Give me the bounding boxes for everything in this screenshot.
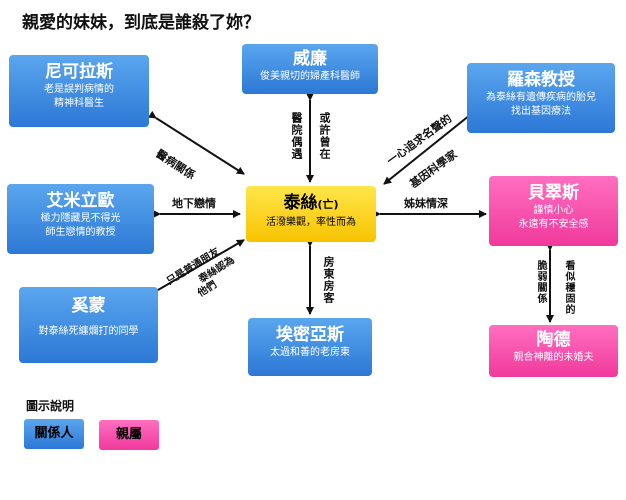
edge-label-william-b: 或許曾在	[318, 112, 331, 160]
person-todd: 陶德 親合神離的未婚夫	[489, 325, 618, 377]
person-beatrice: 貝翠斯 謹慎小心 永遠有不安全感	[489, 176, 618, 246]
edge-label-emilio: 地下戀情	[172, 197, 216, 210]
legend-family: 親屬	[99, 420, 159, 450]
legend-relation: 關係人	[24, 419, 84, 449]
edge-rawson	[383, 107, 478, 185]
person-name: 艾米立歐	[46, 191, 115, 211]
person-desc: 親合神離的未婚夫	[513, 352, 594, 363]
person-simon: 奚蒙 對泰絲死纏爛打的同學	[19, 287, 158, 363]
diagram-title: 親愛的妹妹，到底是誰殺了妳？	[22, 13, 260, 33]
edge-label-beatrice: 姊妹情深	[404, 197, 448, 210]
edge-nico	[147, 110, 245, 175]
edge-label-todd-a: 看似穩固的	[563, 260, 574, 315]
person-name: 埃密亞斯	[276, 325, 344, 345]
person-rawson: 羅森教授 為泰絲有遺傳疾病的胎兒 找出基因療法	[467, 63, 615, 133]
person-desc: 謹慎小心	[533, 205, 574, 216]
person-desc: 永遠有不安全感	[518, 219, 589, 230]
victim-name: 泰絲(亡)	[283, 193, 339, 213]
person-name: 尼可拉斯	[45, 62, 113, 82]
person-desc: 找出基因療法	[511, 106, 571, 117]
person-william: 威廉 俊美親切的婦產科醫師	[242, 44, 378, 94]
person-name: 陶德	[536, 330, 571, 350]
person-amias: 埃密亞斯 太過和善的老房東	[248, 318, 372, 376]
person-desc: 太過和善的老房東	[270, 347, 350, 358]
person-name: 威廉	[293, 49, 327, 69]
edge-label-todd-b: 脆弱關係	[535, 260, 546, 304]
edge-simon	[149, 239, 245, 297]
edge-label-william: 醫院偶遇	[290, 112, 303, 160]
person-desc: 極力隱藏見不得光	[40, 213, 121, 224]
person-desc: 俊美親切的婦產科醫師	[260, 71, 360, 82]
person-desc: 老是誤判病情的	[44, 84, 114, 95]
person-nico: 尼可拉斯 老是誤判病情的 精神科醫生	[9, 55, 149, 127]
person-desc: 精神科醫生	[54, 98, 104, 109]
person-desc: 為泰絲有遺傳疾病的胎兒	[486, 92, 596, 103]
person-name: 羅森教授	[507, 70, 575, 90]
person-desc: 師生戀情的教授	[45, 227, 116, 238]
victim-desc: 活潑樂觀，率性而為	[266, 217, 356, 228]
edge-label-amias: 房東房客	[322, 256, 335, 304]
person-emilio: 艾米立歐 極力隱藏見不得光 師生戀情的教授	[7, 184, 154, 254]
victim-tess: 泰絲(亡) 活潑樂觀，率性而為	[246, 186, 376, 242]
person-name: 貝翠斯	[528, 183, 579, 203]
person-desc: 對泰絲死纏爛打的同學	[38, 326, 139, 337]
person-name: 奚蒙	[71, 296, 106, 316]
legend-title: 圖示說明	[26, 399, 75, 413]
